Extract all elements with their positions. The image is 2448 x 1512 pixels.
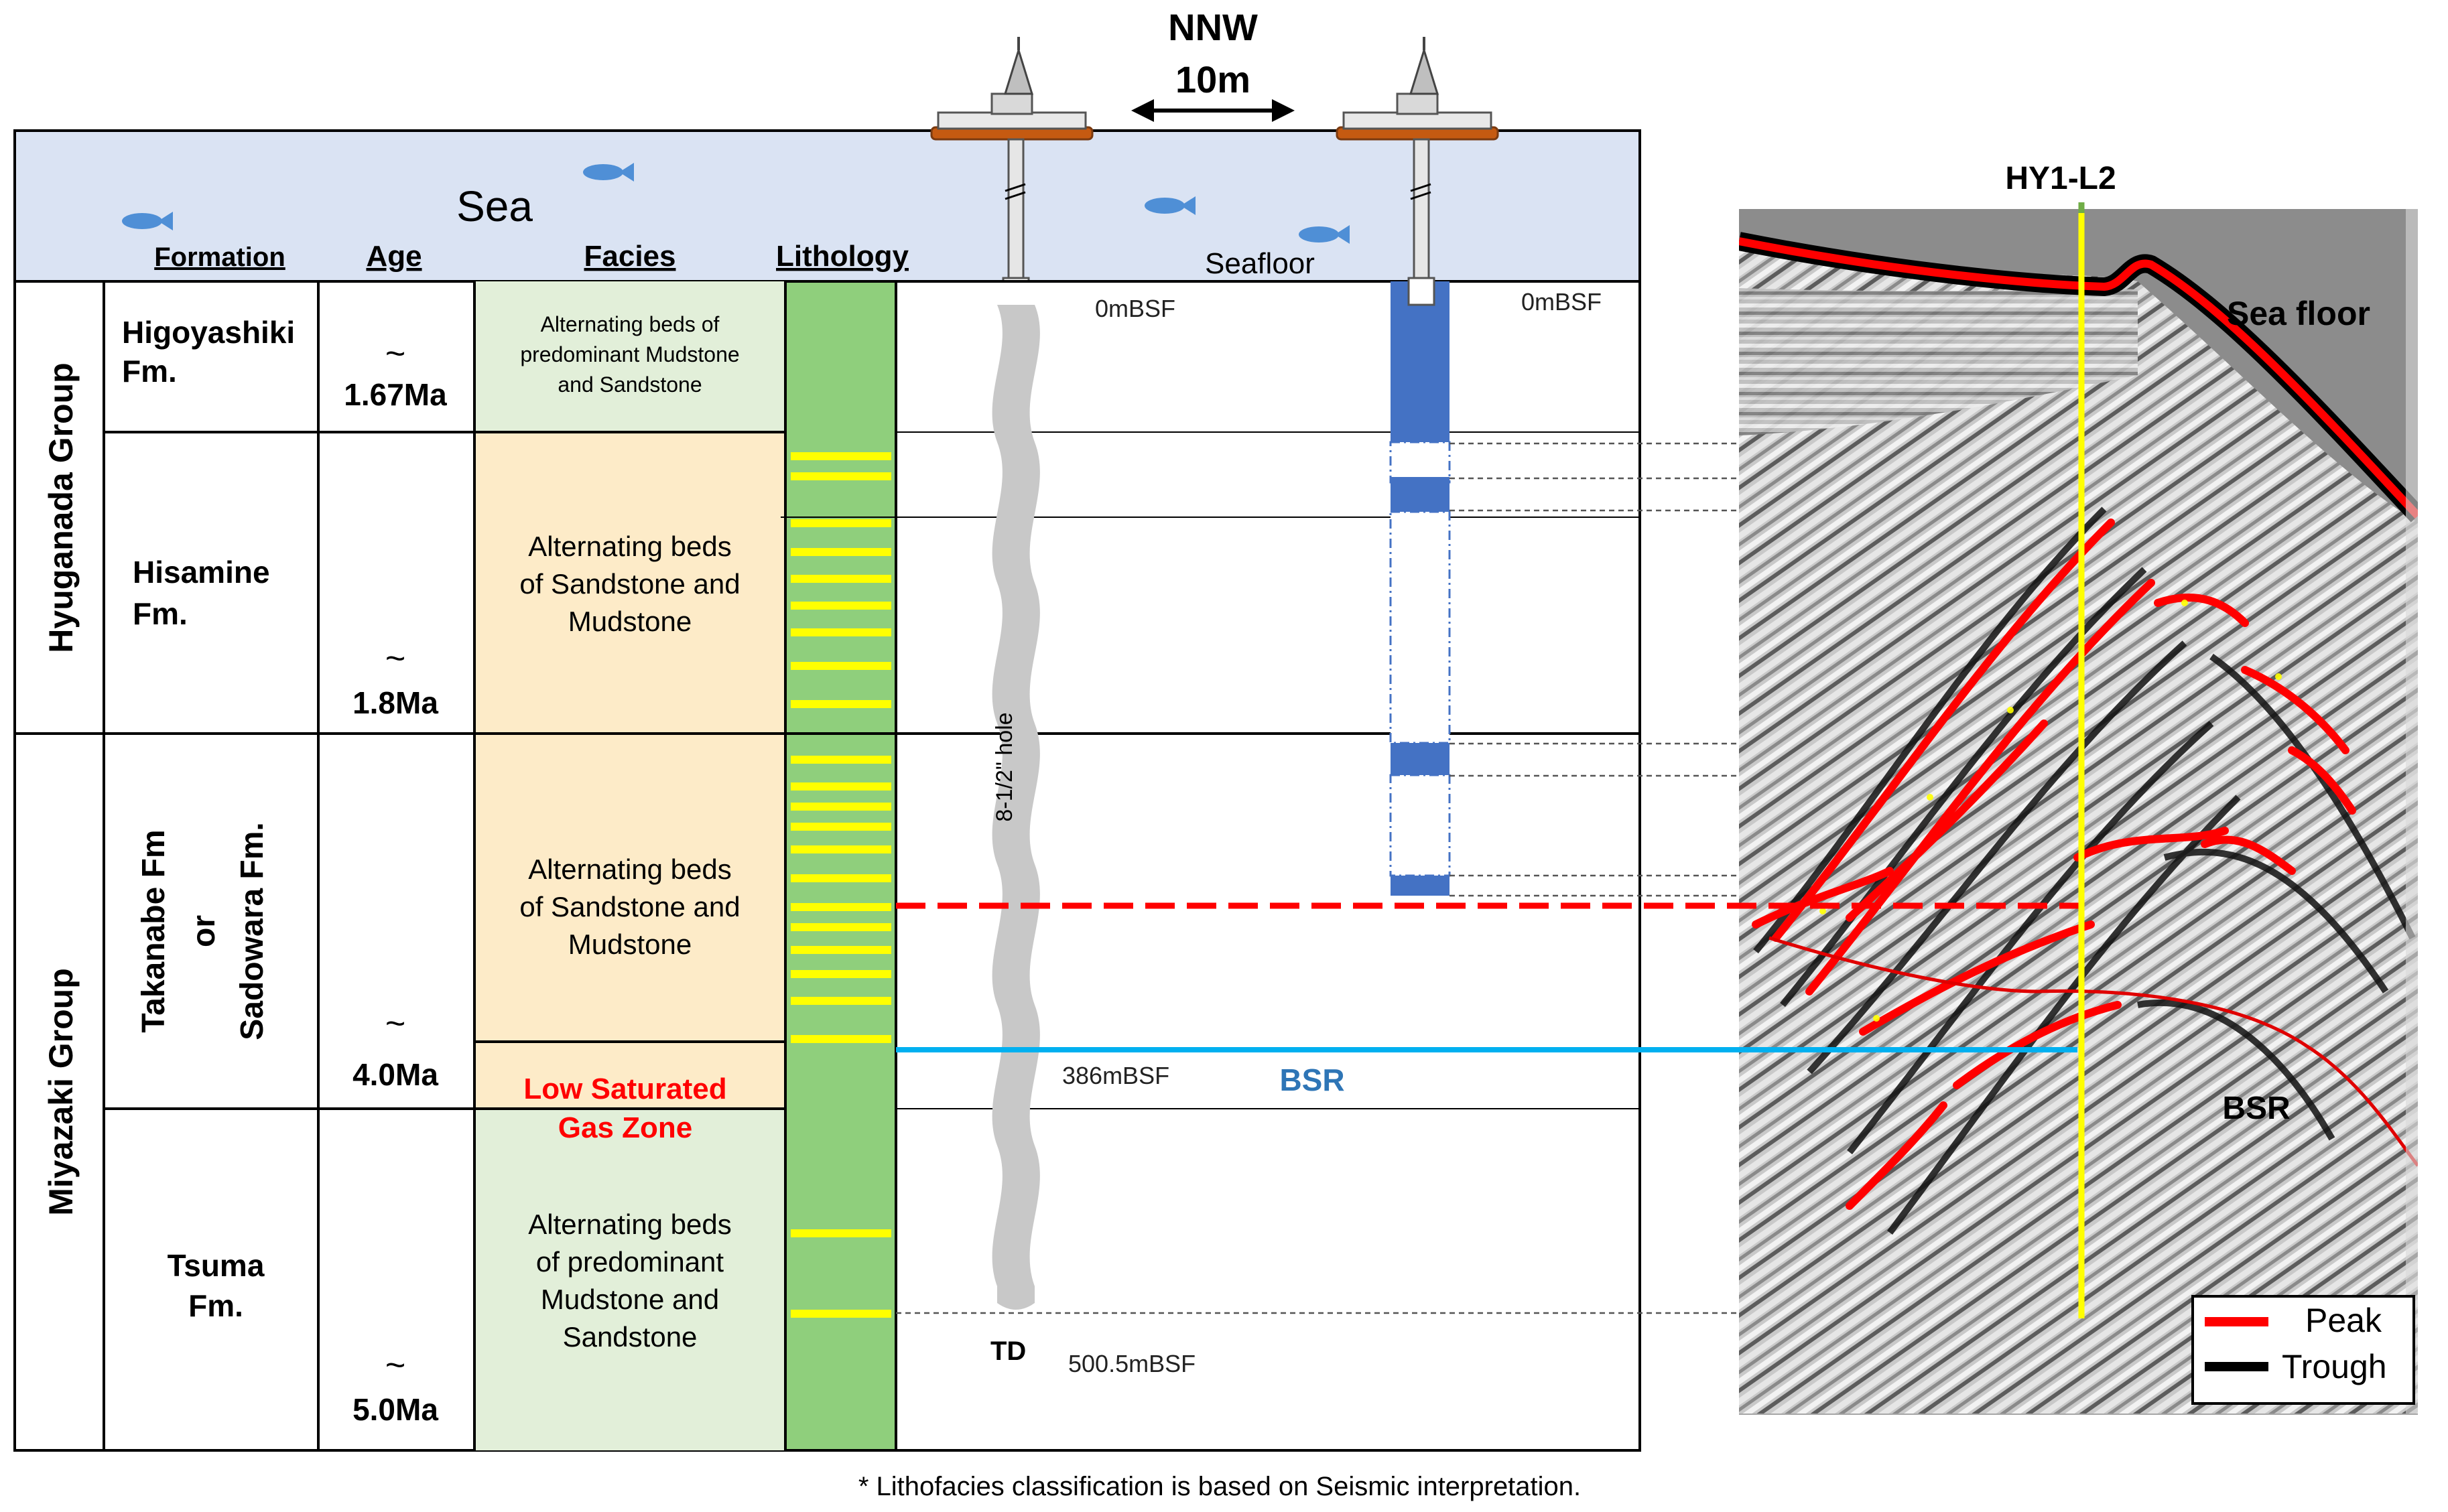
seismic-bsr-label: BSR bbox=[2222, 1091, 2290, 1126]
top-depth-label: 0mBSF bbox=[1095, 295, 1175, 322]
top-depth-label: 0mBSF bbox=[1521, 288, 1602, 316]
borehole-shape bbox=[992, 305, 1040, 1310]
facies-cell bbox=[476, 1042, 784, 1109]
facies-text: predominant Mudstone bbox=[520, 342, 739, 366]
column-header-age: Age bbox=[366, 240, 422, 273]
footnote: * Lithofacies classification is based on… bbox=[858, 1472, 1581, 1501]
column-header-formation: Formation bbox=[154, 243, 285, 272]
age-tilde: ~ bbox=[385, 1346, 405, 1385]
age-value: 1.8Ma bbox=[352, 685, 438, 720]
sandstone-beds bbox=[791, 452, 891, 1318]
formation-name-suffix: Fm. bbox=[188, 1288, 243, 1323]
facies-text: Mudstone and bbox=[541, 1284, 719, 1315]
fish-icon bbox=[1299, 225, 1350, 244]
distance-label: 10m bbox=[1175, 58, 1250, 100]
facies-text: Sandstone bbox=[563, 1321, 698, 1353]
drill-ship-icon bbox=[1336, 37, 1499, 141]
age-tilde: ~ bbox=[385, 639, 405, 678]
facies-text: Mudstone bbox=[568, 606, 692, 637]
formation-name: Hisamine bbox=[133, 555, 270, 590]
bsr-depth-label: 386mBSF bbox=[1062, 1062, 1169, 1089]
fish-icon bbox=[122, 212, 173, 230]
formation-name: Tsuma bbox=[168, 1248, 265, 1283]
distance-arrow bbox=[1131, 99, 1295, 122]
age-value: 5.0Ma bbox=[352, 1392, 438, 1427]
facies-text: of Sandstone and bbox=[519, 891, 740, 922]
facies-text: Mudstone bbox=[568, 929, 692, 960]
facies-text: and Sandstone bbox=[558, 372, 702, 397]
age-value: 1.67Ma bbox=[344, 377, 447, 412]
legend-trough-label: Trough bbox=[2282, 1348, 2387, 1385]
hole-size-label: 8-1/2" hole bbox=[992, 712, 1017, 821]
td-depth-label: 500.5mBSF bbox=[1068, 1350, 1196, 1377]
facies-cell bbox=[476, 734, 784, 1042]
formation-name: Sadowara Fm. bbox=[235, 822, 270, 1040]
seismic-seafloor-label: Sea floor bbox=[2227, 295, 2370, 332]
gas-zone-label: Gas Zone bbox=[558, 1111, 693, 1144]
core-column bbox=[1389, 277, 1451, 896]
gas-zone-label: Low Saturated bbox=[523, 1073, 726, 1105]
legend-peak-label: Peak bbox=[2305, 1302, 2382, 1339]
seismic-legend: Peak Trough bbox=[2191, 1295, 2415, 1405]
age-tilde: ~ bbox=[385, 1004, 405, 1043]
bsr-well-label: BSR bbox=[1279, 1062, 1344, 1097]
formation-name-suffix: Fm. bbox=[122, 354, 177, 389]
facies-cell bbox=[476, 1109, 784, 1450]
formation-name: Higoyashiki bbox=[122, 315, 295, 350]
facies-text: Alternating beds bbox=[528, 1209, 732, 1240]
facies-text: Alternating beds bbox=[528, 531, 732, 562]
column-header-facies: Facies bbox=[584, 240, 676, 273]
facies-cell bbox=[476, 281, 784, 432]
group-label-hyuganada: Hyuganada Group bbox=[42, 362, 80, 652]
fish-icon bbox=[1145, 196, 1196, 215]
drill-ship-icon bbox=[930, 37, 1094, 141]
facies-text: Alternating beds of bbox=[541, 312, 720, 336]
age-value: 4.0Ma bbox=[352, 1057, 438, 1092]
seafloor-label: Seafloor bbox=[1205, 247, 1315, 280]
formation-name-connector: or bbox=[186, 915, 222, 947]
group-label-miyazaki: Miyazaki Group bbox=[42, 968, 80, 1216]
facies-text: of predominant bbox=[536, 1246, 724, 1278]
column-header-lithology: Lithology bbox=[776, 240, 909, 273]
direction-label: NNW bbox=[1168, 6, 1258, 48]
sea-label: Sea bbox=[456, 182, 533, 230]
facies-cell bbox=[476, 432, 784, 734]
fish-icon bbox=[583, 163, 634, 182]
seismic-line-title: HY1-L2 bbox=[2005, 161, 2116, 196]
table-grid bbox=[15, 281, 1640, 1450]
riser-break-marks bbox=[1005, 183, 1431, 200]
td-label: TD bbox=[990, 1336, 1026, 1366]
formation-name-suffix: Fm. bbox=[133, 596, 188, 631]
formation-name: Takanabe Fm bbox=[136, 829, 172, 1032]
age-tilde: ~ bbox=[385, 334, 405, 373]
facies-text: Alternating beds bbox=[528, 853, 732, 885]
facies-text: of Sandstone and bbox=[519, 568, 740, 600]
